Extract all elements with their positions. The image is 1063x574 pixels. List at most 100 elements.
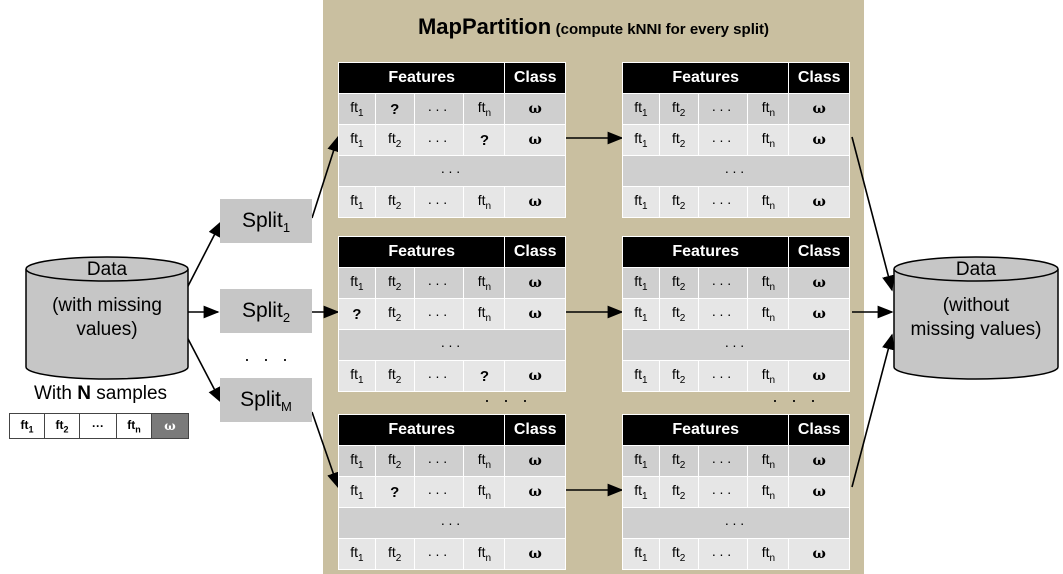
feature-cell: ft2 (658, 267, 699, 299)
input-db-line1: (with missing (52, 295, 162, 316)
feature-cell: ft1 (338, 476, 376, 508)
feature-cell: ft2 (658, 445, 699, 477)
feature-cell: ··· (413, 93, 465, 125)
arrow-out1-data (851, 136, 895, 292)
class-cell: ω (788, 476, 850, 508)
output-db-title: Data (955, 259, 997, 280)
feature-cell: ··· (413, 476, 465, 508)
feature-cell: ··· (697, 267, 749, 299)
table-row: ··· (622, 507, 850, 539)
feature-cell: ftn (747, 360, 790, 392)
feature-cell: ftn (463, 267, 506, 299)
feature-cell: ft2 (658, 538, 699, 570)
features-header: Features (337, 414, 506, 446)
panel-title-main: MapPartition (417, 14, 552, 39)
features-header: Features (621, 414, 790, 446)
sample-cell-4: ftn (116, 413, 152, 439)
feature-cell: ftn (463, 476, 506, 508)
ellipsis-cell: ··· (622, 155, 850, 187)
feature-cell: ftn (463, 186, 506, 218)
class-cell: ω (788, 93, 850, 125)
table-row: ··· (338, 507, 566, 539)
ellipsis-cell: ··· (338, 155, 566, 187)
feature-cell: ft2 (374, 186, 415, 218)
feature-cell: ftn (463, 445, 506, 477)
class-header: Class (788, 62, 850, 94)
feature-cell: ftn (463, 538, 506, 570)
feature-cell: ft1 (622, 267, 660, 299)
feature-cell: ··· (697, 186, 749, 218)
feature-cell: ft1 (622, 538, 660, 570)
class-cell: ω (504, 360, 566, 392)
panel-title-sub: (compute kNNI for every split) (555, 21, 770, 38)
class-cell: ω (504, 476, 566, 508)
ellipsis-cell: ··· (338, 507, 566, 539)
feature-cell: ft1 (622, 476, 660, 508)
feature-cell: ft2 (374, 445, 415, 477)
class-cell: ω (788, 186, 850, 218)
input-db-title: Data (86, 259, 128, 280)
split-m: SplitM (220, 378, 312, 422)
feature-cell: ftn (463, 93, 506, 125)
table-row: ··· (338, 155, 566, 187)
missing-value-cell: ? (374, 476, 415, 508)
feature-cell: ··· (413, 360, 465, 392)
class-header: Class (504, 62, 566, 94)
input-db-line2: values) (76, 319, 138, 340)
class-header: Class (788, 236, 850, 268)
feature-cell: ft1 (338, 93, 376, 125)
feature-cell: ft2 (658, 298, 699, 330)
feature-cell: ··· (697, 124, 749, 156)
arrow-data-splitm (185, 334, 222, 404)
ellipsis-left-tables: · · · (484, 390, 532, 410)
feature-cell: ··· (697, 538, 749, 570)
table-row: ··· (622, 329, 850, 361)
feature-cell: ft1 (338, 445, 376, 477)
split-2: Split2 (220, 289, 312, 333)
feature-cell: ft2 (374, 267, 415, 299)
feature-cell: ft1 (338, 124, 376, 156)
feature-cell: ft1 (622, 93, 660, 125)
samples-suffix: samples (91, 383, 168, 404)
feature-cell: ftn (747, 267, 790, 299)
ellipsis-cell: ··· (622, 329, 850, 361)
features-header: Features (337, 236, 506, 268)
output-db-line1: (without (942, 295, 1010, 316)
arrow-data-split1 (185, 220, 222, 291)
ellipsis-cell: ··· (338, 329, 566, 361)
samples-label: With N samples (34, 383, 167, 405)
feature-cell: ft2 (374, 298, 415, 330)
sample-row: ft1 ft2 ··· ftn ω (9, 413, 189, 439)
class-cell: ω (788, 124, 850, 156)
feature-cell: ··· (413, 298, 465, 330)
feature-cell: ··· (697, 93, 749, 125)
split-1: Split1 (220, 199, 312, 243)
feature-cell: ft1 (622, 124, 660, 156)
ellipsis-cell: ··· (622, 507, 850, 539)
table-row: ··· (622, 155, 850, 187)
class-cell: ω (504, 298, 566, 330)
sample-cell-2: ft2 (44, 413, 80, 439)
feature-cell: ft2 (658, 186, 699, 218)
feature-cell: ··· (413, 186, 465, 218)
features-header: Features (621, 236, 790, 268)
class-cell: ω (788, 538, 850, 570)
arrow-split1-in1 (311, 135, 340, 219)
